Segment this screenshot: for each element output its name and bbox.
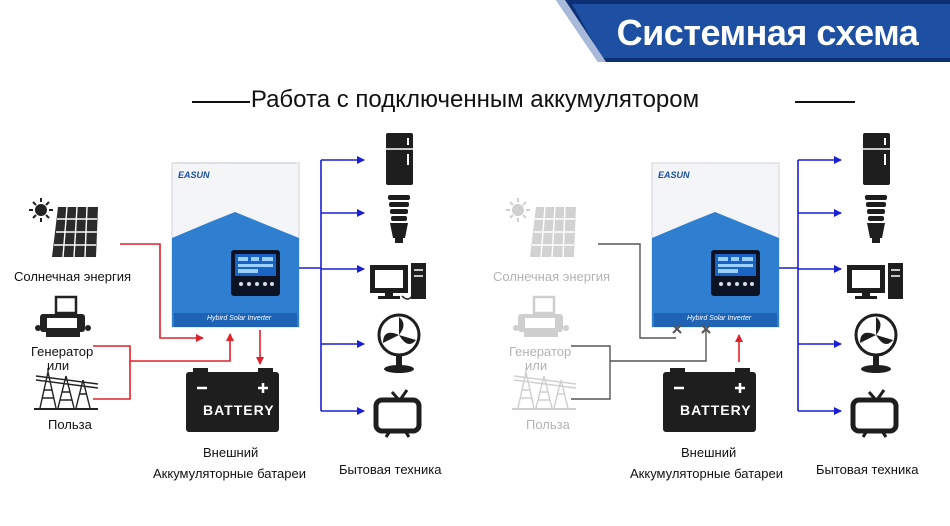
inverter-label: Hybird Solar Inverter	[207, 315, 272, 322]
disabled-input-lines	[571, 243, 707, 400]
cfl-bulb-icon	[388, 195, 410, 243]
generator-or-label-dim: или	[525, 358, 548, 373]
brand-logo: EASUN	[178, 170, 210, 180]
battery-caption-line1-right: Внешний	[681, 445, 737, 460]
solar-label: Солнечная энергия	[14, 269, 132, 284]
page-subtitle: Работа с подключенным аккумулятором	[250, 86, 700, 113]
generator-icon	[35, 295, 91, 337]
output-lines-right	[779, 156, 842, 415]
utility-pylon-icon	[34, 368, 99, 410]
inverter-label-right: Hybird Solar Inverter	[687, 315, 752, 322]
battery-caption-line2: Аккумуляторные батареи	[153, 466, 306, 481]
battery-caption-line2-right: Аккумуляторные батареи	[630, 466, 783, 481]
inverter-unit-right	[651, 162, 780, 328]
appliances-label: Бытовая техника	[339, 462, 442, 477]
battery-icon-right	[663, 368, 756, 432]
header-banner	[556, 0, 950, 62]
solar-panel-icon	[52, 206, 98, 258]
fridge-icon	[386, 133, 413, 185]
left-diagram	[29, 133, 426, 438]
battery-caption-line1: Внешний	[203, 445, 259, 460]
utility-label: Польза	[48, 417, 92, 432]
generator-label-dim: Генератор	[509, 344, 572, 359]
solar-label-dim: Солнечная энергия	[493, 269, 611, 284]
utility-pylon-icon-dim	[512, 368, 577, 410]
page-title: Системная схема	[616, 12, 919, 53]
cfl-bulb-icon-right	[865, 195, 887, 243]
computer-icon	[370, 263, 426, 300]
sun-icon-dim	[506, 198, 530, 222]
tv-icon-right	[850, 389, 899, 438]
battery-label: BATTERY	[203, 402, 275, 418]
right-diagram	[506, 133, 903, 438]
computer-icon-right	[847, 263, 903, 299]
disconnect-x-marks	[672, 324, 711, 334]
appliances-label-right: Бытовая техника	[816, 462, 919, 477]
inverter-unit	[171, 162, 300, 328]
output-lines-left	[299, 156, 365, 415]
fridge-icon-right	[863, 133, 890, 185]
input-lines-left	[93, 243, 264, 400]
solar-panel-icon-dim	[530, 206, 576, 258]
generator-icon-dim	[513, 295, 569, 337]
battery-label-right: BATTERY	[680, 402, 752, 418]
brand-logo-right: EASUN	[658, 170, 690, 180]
fan-icon	[377, 313, 421, 373]
sun-icon	[29, 198, 53, 222]
utility-label-dim: Польза	[526, 417, 570, 432]
generator-or-label: или	[47, 358, 70, 373]
fan-icon-right	[854, 313, 898, 373]
tv-icon	[373, 389, 422, 438]
battery-icon	[186, 368, 279, 432]
generator-label: Генератор	[31, 344, 94, 359]
